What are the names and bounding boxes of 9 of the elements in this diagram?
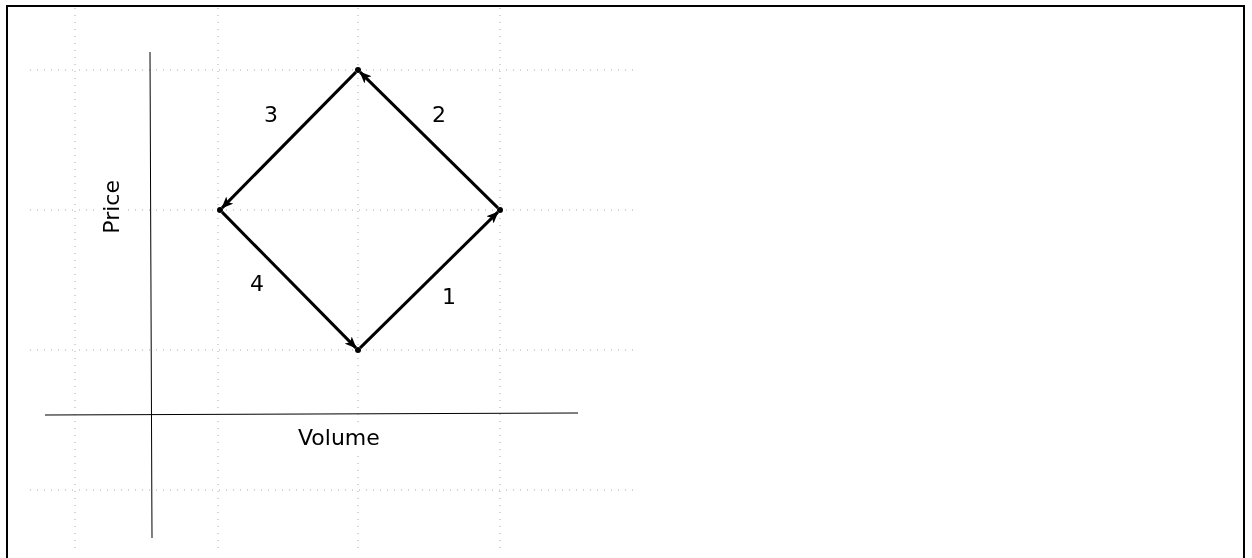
arrow [221,71,357,209]
arrow [359,211,499,349]
vertex-dot [497,207,503,213]
arrow [359,71,499,209]
arrow [221,211,357,349]
vertex-dot [217,207,223,213]
vertex-dot [355,347,361,353]
axis-label: Volume [296,426,382,450]
vertex-dot [355,67,361,73]
